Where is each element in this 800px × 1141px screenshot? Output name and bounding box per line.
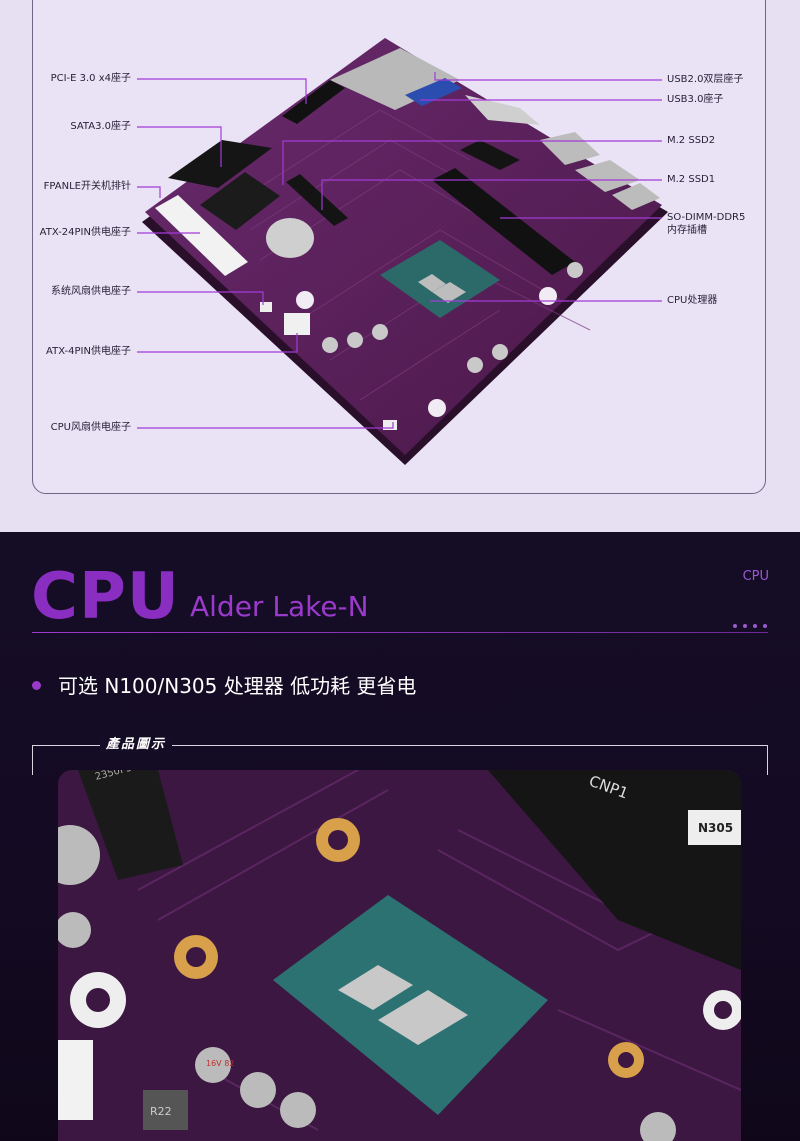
- label-atx24: ATX-24PIN供电座子: [39, 227, 131, 238]
- motherboard-illustration: [137, 38, 668, 465]
- cpu-die-2: [432, 282, 466, 303]
- section-subtitle: Alder Lake-N: [190, 590, 369, 623]
- m2-ssd1-slot: [286, 174, 348, 226]
- label-usb2: USB2.0双层座子: [667, 74, 744, 85]
- sticker-text: N305: [698, 821, 733, 835]
- label-fpanle: FPANLE开关机排针: [43, 181, 131, 192]
- callout-lines-right: [282, 72, 662, 302]
- closeup-capacitors: [58, 912, 676, 1141]
- cpu-closeup-photo: 2350P5 CNP1 N305 16V 82 R22: [58, 770, 741, 1141]
- closeup-die-2: [378, 990, 468, 1045]
- corner-label: CPU: [742, 569, 769, 584]
- label-sys-fan: 系统风扇供电座子: [51, 286, 131, 297]
- capacitors: [322, 262, 583, 373]
- inductor-label: R22: [150, 1105, 172, 1118]
- usb-stack-1: [540, 132, 600, 165]
- feature-bullet: [32, 681, 41, 690]
- label-atx4: ATX-4PIN供电座子: [46, 346, 131, 357]
- heatsink: [200, 172, 280, 230]
- cpu-die-1: [418, 274, 446, 292]
- cap-label: 16V 82: [206, 1059, 234, 1068]
- cpu-closeup-illustration: 2350P5 CNP1 N305 16V 82 R22: [58, 770, 741, 1141]
- label-sodimm: SO-DIMM-DDR5: [667, 212, 746, 223]
- title-rule: [32, 632, 768, 633]
- sodimm-slot: [432, 168, 575, 275]
- closeup-mount-holes: [70, 818, 741, 1078]
- board-diagram-section: PCI-E 3.0 x4座子 SATA3.0座子 FPANLE开关机排针 ATX…: [0, 0, 800, 532]
- atx24-connector: [155, 195, 248, 276]
- label-usb3: USB3.0座子: [667, 94, 724, 105]
- callout-lines-left: [137, 78, 394, 429]
- pcb-board: [145, 38, 662, 455]
- closeup-die-1: [338, 965, 413, 1010]
- cpu-fan-header: [383, 420, 397, 430]
- atx4-connector: [284, 313, 310, 335]
- label-m2-ssd2: M.2 SSD2: [667, 135, 716, 146]
- feature-text: 可选 N100/N305 处理器 低功耗 更省电: [58, 674, 417, 698]
- cpu-package: [380, 240, 500, 318]
- sata-connectors: [168, 140, 272, 188]
- closeup-inductor: [143, 1090, 188, 1130]
- frame-top-line: [32, 745, 768, 746]
- pcie-slot: [282, 80, 345, 124]
- model-sticker: [688, 810, 741, 845]
- frame-tag: 產品圖示: [100, 737, 173, 753]
- label-memory-slot: 内存插槽: [667, 225, 707, 236]
- label-sata: SATA3.0座子: [70, 121, 131, 132]
- closeup-m2-slot: [78, 770, 183, 880]
- section-title: CPU: [31, 560, 180, 634]
- usb-stack-2: [575, 160, 640, 192]
- sys-fan-header: [260, 302, 272, 312]
- cmos-battery: [266, 218, 314, 258]
- label-cpu-fan: CPU风扇供电座子: [50, 422, 131, 433]
- label-cpu: CPU处理器: [667, 295, 718, 306]
- closeup-sodimm: [488, 770, 741, 970]
- closeup-battery: [58, 825, 100, 885]
- m2-ssd2-slot: [460, 140, 520, 170]
- frame-left-line: [32, 745, 33, 775]
- usb3-header: [405, 78, 462, 106]
- closeup-connector: [58, 1040, 93, 1120]
- lan-ports: [465, 95, 540, 125]
- usb-stack-3: [612, 183, 660, 210]
- frame-right-line: [767, 745, 768, 775]
- label-m2-ssd1: M.2 SSD1: [667, 174, 716, 185]
- decorative-dots: [727, 613, 769, 628]
- label-pcie: PCI-E 3.0 x4座子: [50, 73, 131, 84]
